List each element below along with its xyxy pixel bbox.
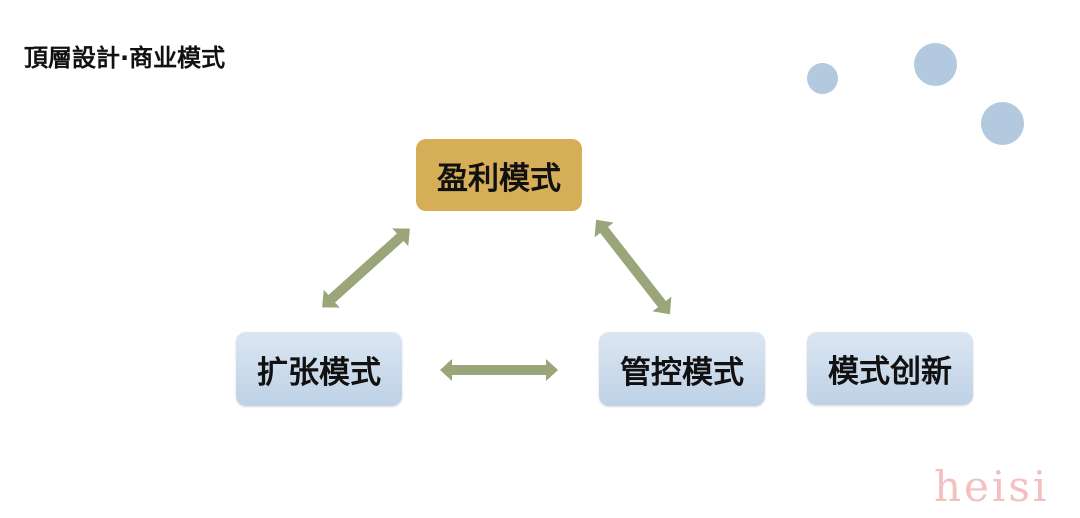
node-label: 盈利模式 <box>437 160 561 197</box>
node-label: 扩张模式 <box>257 354 381 391</box>
node-expansion-model: 扩张模式 <box>236 332 402 406</box>
decorative-circle <box>914 43 957 86</box>
watermark: heisi <box>934 462 1050 511</box>
node-label: 管控模式 <box>620 354 744 391</box>
double-arrow-expansion-control <box>440 359 558 381</box>
node-profit-model: 盈利模式 <box>416 139 582 211</box>
node-label: 模式创新 <box>828 354 952 390</box>
decorative-circle <box>807 63 838 94</box>
double-arrow-profit-expansion <box>322 228 410 308</box>
node-model-innovation: 模式创新 <box>807 332 973 405</box>
double-arrow-profit-control <box>594 219 672 315</box>
decorative-circle <box>981 102 1024 145</box>
node-control-model: 管控模式 <box>599 332 765 406</box>
page-title: 頂層設計·商业模式 <box>24 44 226 72</box>
